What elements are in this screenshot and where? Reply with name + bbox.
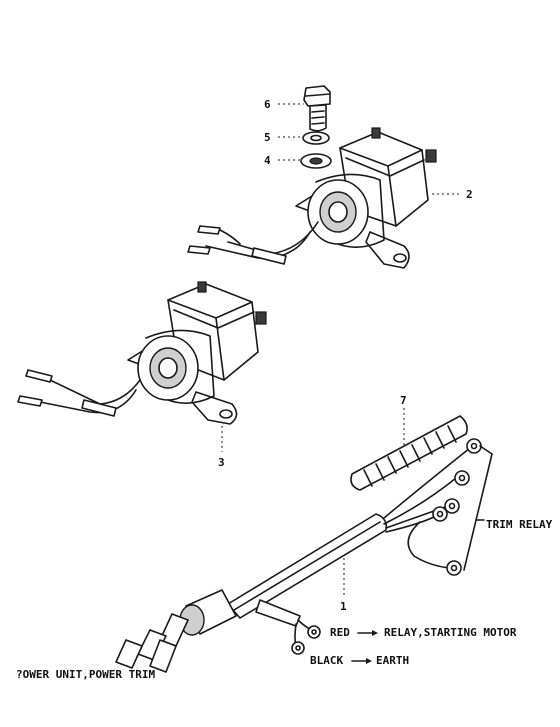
- washer-icon: [300, 153, 332, 169]
- relay-icon: [127, 281, 267, 425]
- right-arrow-icon: [351, 658, 372, 664]
- bolt-icon: [303, 85, 331, 132]
- callout-7: 7: [400, 394, 407, 407]
- wire-harness-icon: [115, 438, 482, 673]
- callout-6: 6: [264, 98, 271, 111]
- black-wire-destination: EARTH: [376, 654, 409, 667]
- black-wire-label: BLACK: [310, 654, 343, 667]
- callout-1: 1: [340, 600, 347, 613]
- callout-2: 2: [466, 188, 473, 201]
- protector-tube-icon: [350, 415, 468, 491]
- callout-4: 4: [264, 154, 271, 167]
- callout-3: 3: [218, 456, 225, 469]
- power-unit-label: ?OWER UNIT,POWER TRIM: [16, 668, 155, 681]
- washer-icon: [302, 131, 330, 145]
- red-wire-destination: RELAY,STARTING MOTOR: [384, 626, 517, 639]
- trim-relay-bracket: [463, 445, 493, 571]
- right-arrow-icon: [357, 630, 378, 636]
- wire-harness-icon: [17, 369, 141, 417]
- wire-harness-icon: [187, 221, 319, 265]
- red-wire-label: RED: [330, 626, 350, 639]
- callout-5: 5: [264, 131, 271, 144]
- trim-relay-label: TRIM RELAY: [486, 518, 553, 531]
- relay-icon: [295, 127, 437, 269]
